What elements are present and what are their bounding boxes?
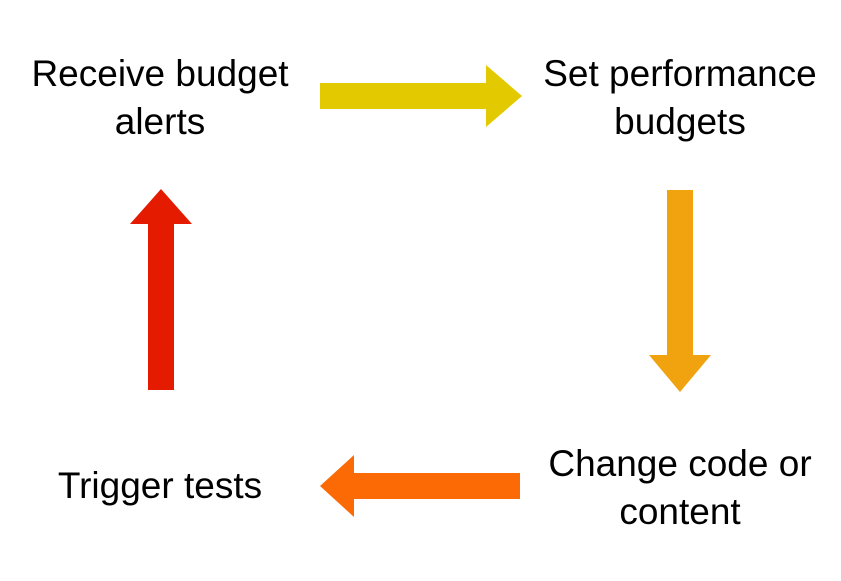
step-change-code-line1: Change code or: [548, 443, 812, 484]
arrow-down-icon: [649, 190, 711, 392]
step-change-code-or-content: Change code or content: [520, 440, 840, 536]
step-set-performance-budgets: Set performance budgets: [510, 50, 841, 146]
arrow-up-icon: [130, 189, 192, 390]
step-receive-budget-alerts-line1: Receive budget: [31, 53, 289, 94]
step-trigger-tests-line1: Trigger tests: [57, 465, 263, 506]
step-set-performance-budgets-line2: budgets: [614, 101, 746, 142]
step-change-code-line2: content: [619, 491, 741, 532]
arrow-right-icon: [320, 65, 522, 127]
step-trigger-tests: Trigger tests: [20, 462, 300, 510]
arrow-left-icon: [320, 455, 520, 517]
step-set-performance-budgets-line1: Set performance: [543, 53, 817, 94]
step-receive-budget-alerts: Receive budget alerts: [0, 50, 320, 146]
step-receive-budget-alerts-line2: alerts: [114, 101, 206, 142]
